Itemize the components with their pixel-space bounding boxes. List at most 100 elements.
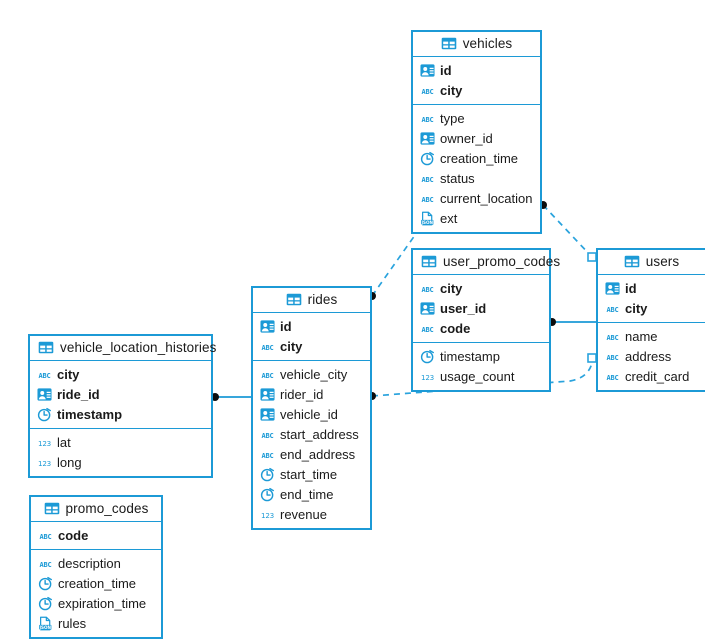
- column-name: creation_time: [58, 575, 137, 591]
- svg-text:ABC: ABC: [606, 373, 618, 381]
- column-name: end_address: [280, 446, 356, 462]
- abc-icon: ABC: [606, 305, 618, 313]
- table-grid-icon: [38, 341, 54, 354]
- entity-title: user_promo_codes: [443, 254, 561, 269]
- column-row[interactable]: start_time: [260, 465, 364, 483]
- entity-header-users[interactable]: users: [598, 250, 705, 275]
- column-name: vehicle_id: [280, 406, 338, 422]
- column-name: type: [440, 110, 465, 126]
- column-row[interactable]: 123 lat: [37, 433, 205, 451]
- identity-icon: [260, 319, 275, 333]
- abc-icon: ABC: [261, 451, 273, 459]
- entity-header-promo_codes[interactable]: promo_codes: [31, 497, 161, 522]
- 123-icon: 123: [38, 438, 51, 447]
- column-name: rider_id: [280, 386, 324, 402]
- column-row[interactable]: user_id: [420, 299, 543, 317]
- entity-header-rides[interactable]: rides: [253, 288, 370, 313]
- identity-icon: [420, 131, 435, 145]
- column-row[interactable]: owner_id: [420, 129, 534, 147]
- abc-icon: ABC: [421, 195, 433, 203]
- entity-header-vehicles[interactable]: vehicles: [413, 32, 540, 57]
- abc-icon: ABC: [261, 371, 273, 379]
- column-row[interactable]: vehicle_id: [260, 405, 364, 423]
- abc-icon: ABC: [421, 87, 433, 95]
- column-row[interactable]: id: [605, 279, 699, 297]
- svg-text:123: 123: [38, 438, 51, 447]
- column-name: id: [280, 318, 292, 334]
- svg-text:ABC: ABC: [606, 353, 618, 361]
- column-row[interactable]: timestamp: [420, 347, 543, 365]
- json-icon: JSON: [39, 616, 51, 630]
- svg-text:123: 123: [421, 372, 434, 381]
- column-row[interactable]: rider_id: [260, 385, 364, 403]
- column-row[interactable]: creation_time: [38, 574, 155, 592]
- column-row[interactable]: creation_time: [420, 149, 534, 167]
- column-row[interactable]: ABC end_address: [260, 445, 364, 463]
- abc-icon: ABC: [261, 431, 273, 439]
- svg-text:ABC: ABC: [261, 343, 273, 351]
- identity-icon: [420, 63, 435, 77]
- column-row[interactable]: timestamp: [37, 405, 205, 423]
- column-name: expiration_time: [58, 595, 147, 611]
- svg-text:JSON: JSON: [421, 219, 434, 224]
- svg-text:123: 123: [261, 510, 274, 519]
- abc-icon: ABC: [421, 325, 433, 333]
- table-grid-icon: [44, 502, 59, 515]
- abc-icon: ABC: [606, 333, 618, 341]
- column-name: owner_id: [440, 130, 493, 146]
- abc-icon: ABC: [39, 560, 51, 568]
- clock-icon: [37, 407, 52, 421]
- column-row[interactable]: end_time: [260, 485, 364, 503]
- column-name: lat: [57, 434, 71, 450]
- relationship-user-promo-codes-users[interactable]: [548, 318, 596, 326]
- column-row[interactable]: id: [420, 61, 534, 79]
- endpoint-square: [587, 353, 597, 363]
- identity-icon: [260, 387, 275, 401]
- svg-text:ABC: ABC: [421, 87, 433, 95]
- column-name: ride_id: [57, 386, 100, 402]
- column-row[interactable]: id: [260, 317, 364, 335]
- column-row[interactable]: ride_id: [37, 385, 205, 403]
- abc-icon: ABC: [39, 532, 51, 540]
- relationship-vlh-rides[interactable]: [211, 393, 251, 401]
- column-row[interactable]: expiration_time: [38, 594, 155, 612]
- entity-header-vehicle_location_histories[interactable]: vehicle_location_histories: [30, 336, 216, 361]
- identity-icon: [420, 301, 435, 315]
- entity-header-user_promo_codes[interactable]: user_promo_codes: [413, 250, 560, 275]
